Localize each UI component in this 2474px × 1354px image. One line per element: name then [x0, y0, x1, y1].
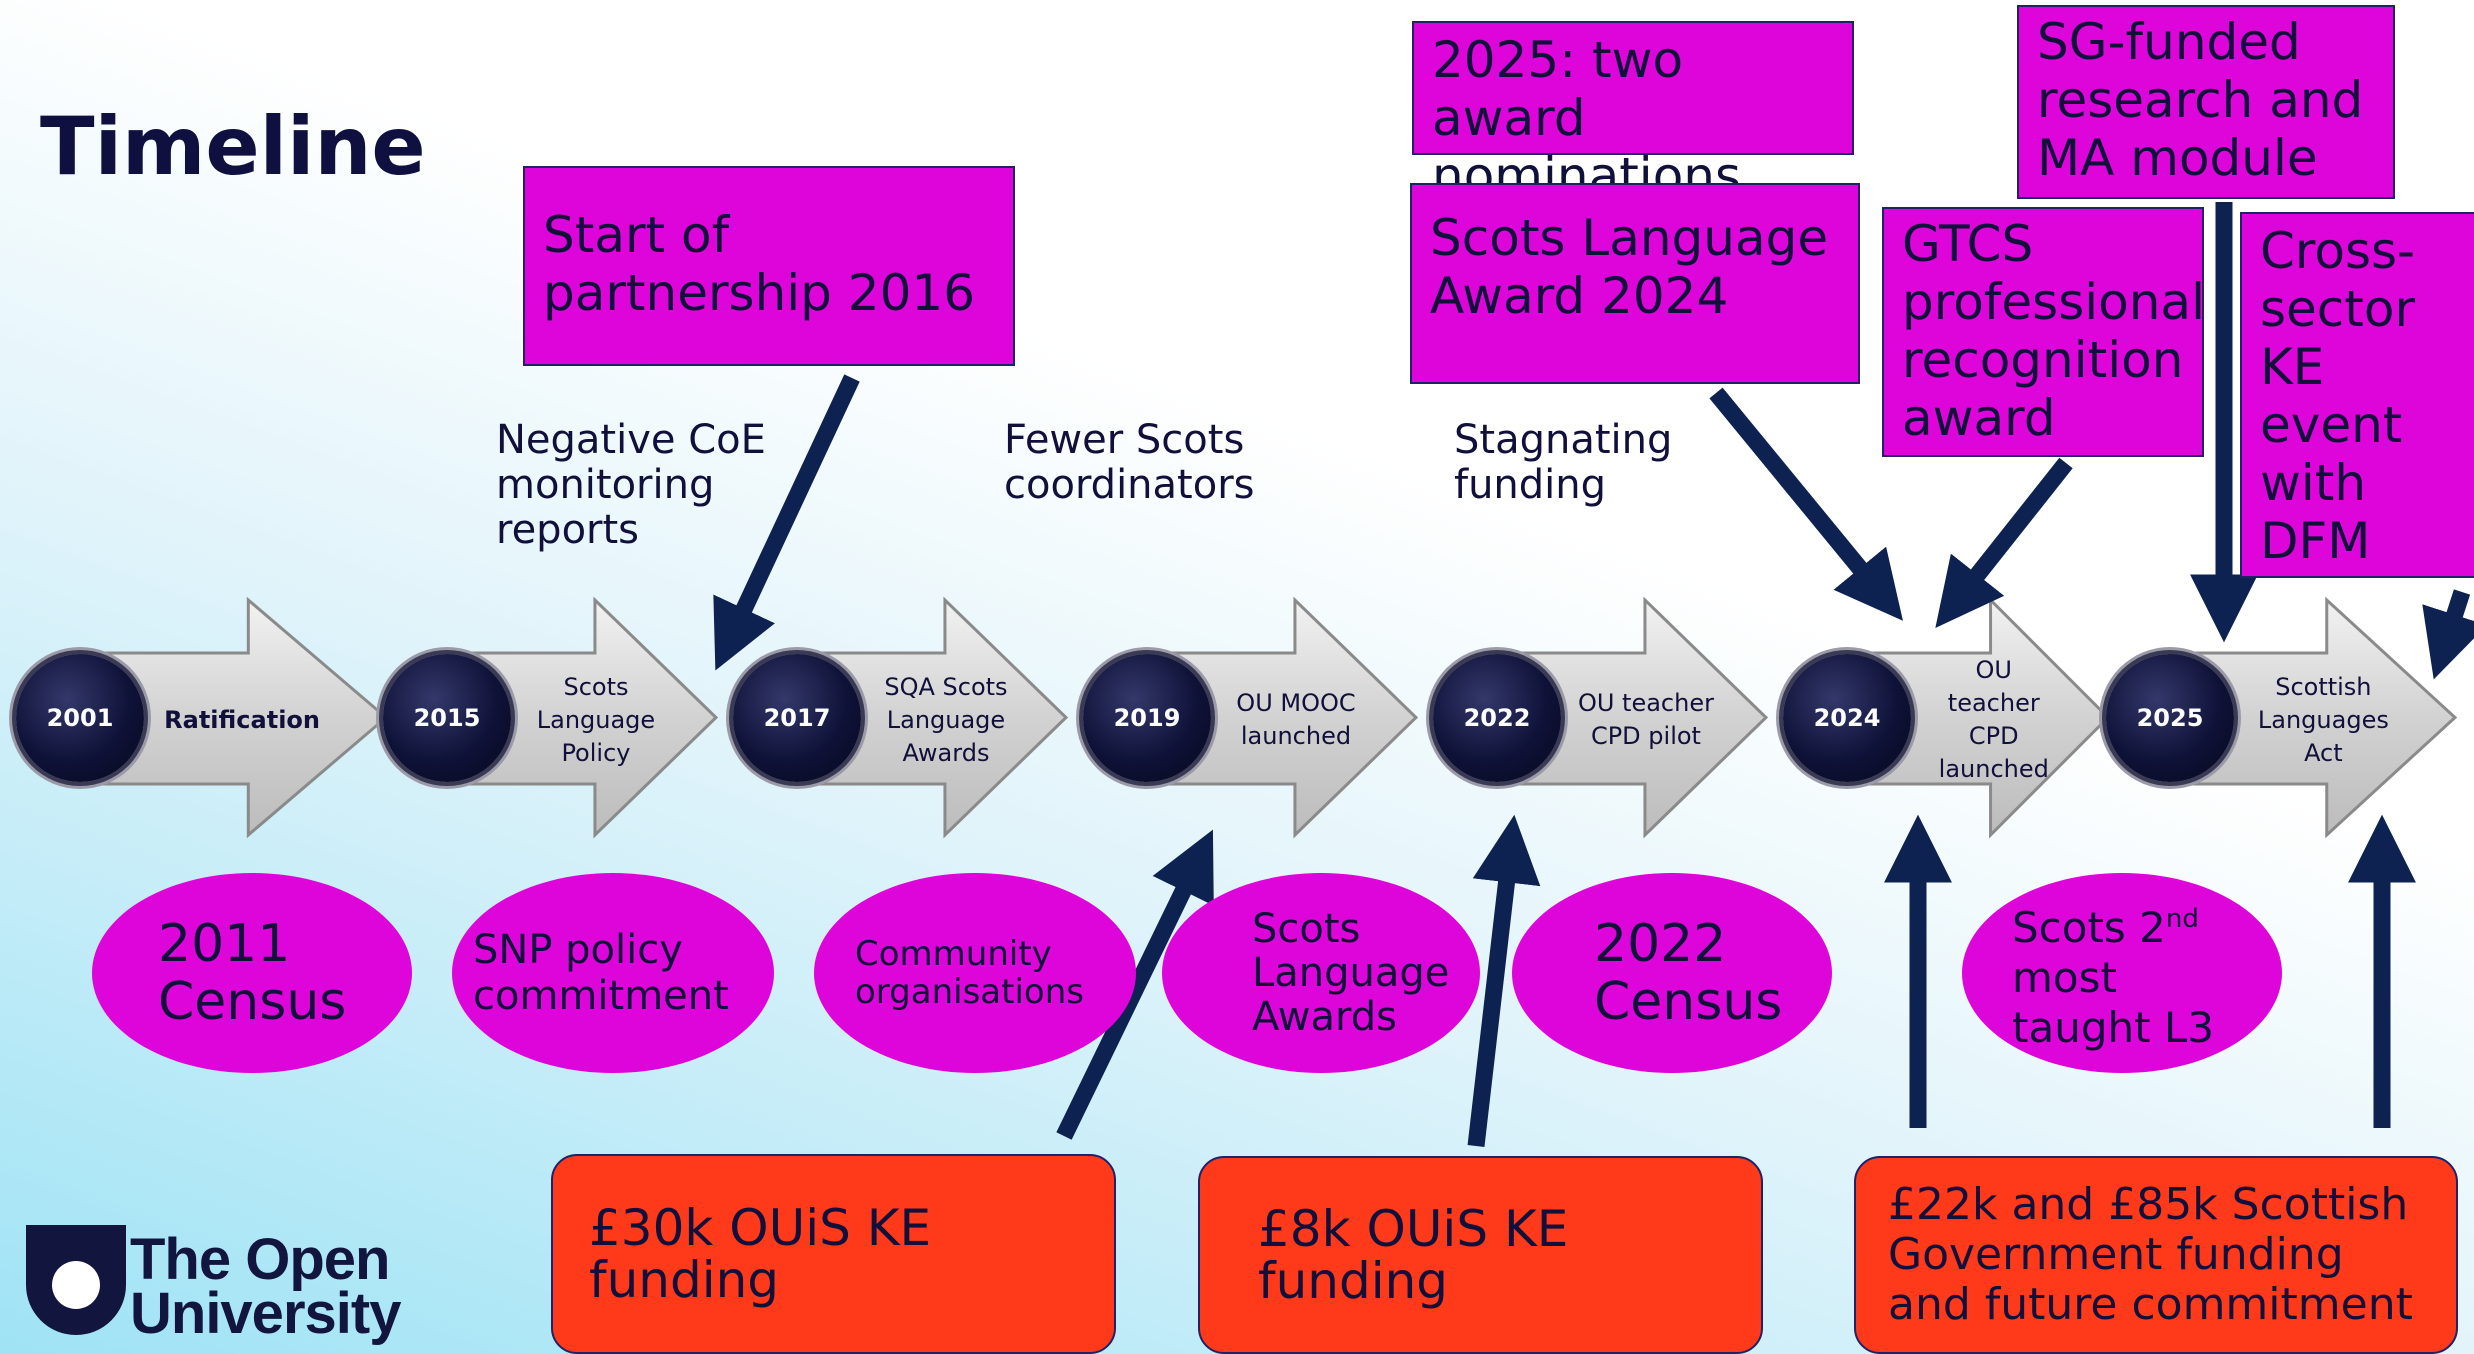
scots-l3-sup: nd [2165, 903, 2199, 934]
challenge-coordinators: Fewer Scots coordinators [1004, 417, 1255, 508]
timeline-year-badge: 2022 [1433, 654, 1561, 782]
driver-census-2022: 2022 Census [1512, 873, 1832, 1073]
timeline-year-badge: 2024 [1783, 654, 1911, 782]
timeline-step-label: OU teacher CPD pilot [1567, 640, 1725, 800]
driver-census-2011-label: 2011 Census [158, 914, 347, 1032]
timeline-step-text: OU teacher CPD launched [1938, 656, 2049, 783]
gtcs-box: GTCS professional recognition award [1882, 207, 2205, 457]
challenge-funding: Stagnating funding [1454, 417, 1673, 508]
timeline-chevron [795, 596, 1069, 839]
timeline-chevron [445, 596, 719, 839]
timeline-step-text: Ratification [164, 705, 320, 734]
driver-awards-label: Scots Language Awards [1252, 906, 1450, 1040]
timeline-chevron [2168, 596, 2458, 839]
arrow-partnership [713, 374, 860, 671]
arrow-gtcs [1935, 457, 2073, 628]
timeline-step-label: OU teacher CPD launched [1917, 640, 2071, 800]
timeline-year-badge: 2019 [1083, 654, 1211, 782]
funding-ouis-30k: £30k OUiS KE funding [551, 1154, 1116, 1354]
driver-census-2011: 2011 Census [92, 873, 412, 1073]
timeline-step-text: OU MOOC launched [1236, 689, 1356, 750]
driver-awards: Scots Language Awards [1162, 873, 1480, 1073]
arrow-ouis-8k [1467, 814, 1541, 1147]
open-university-logo-icon [26, 1225, 126, 1335]
logo-line1: The Open [130, 1227, 390, 1292]
nominations-box: 2025: two award nominations [1412, 21, 1854, 205]
driver-snp: SNP policy commitment [452, 873, 774, 1073]
page-title: Timeline [40, 100, 426, 193]
arrow-award-2024 [1709, 387, 1903, 621]
scots-l3-post: most taught L3 [2012, 952, 2215, 1052]
driver-scots-l3-label: Scots 2nd most taught L3 [2012, 894, 2252, 1053]
timeline-chevron [1845, 596, 2111, 839]
scots-l3-pre: Scots 2 [2012, 902, 2166, 952]
driver-community-label: Community organisations [855, 934, 1084, 1012]
timeline-chevron [78, 596, 389, 839]
timeline-step-label: Ratification [150, 640, 328, 800]
timeline-chevron [1495, 596, 1769, 839]
timeline-step-label: Scots Language Policy [517, 640, 675, 800]
timeline-step-text: Scots Language Policy [536, 672, 656, 767]
timeline-step-text: SQA Scots Language Awards [884, 672, 1008, 767]
funding-sg: £22k and £85k Scottish Government fundin… [1854, 1156, 2458, 1354]
driver-scots-l3: Scots 2nd most taught L3 [1962, 873, 2282, 1073]
timeline-chevron [1145, 596, 1419, 839]
timeline-step-text: Scottish Languages Act [2257, 672, 2389, 767]
logo-line2: University [130, 1281, 401, 1346]
driver-census-2022-label: 2022 Census [1594, 914, 1783, 1032]
timeline-step-label: Scottish Languages Act [2240, 640, 2407, 800]
cross-sector-box: Cross-sector KE event with DFM [2240, 212, 2474, 578]
challenge-coe: Negative CoE monitoring reports [496, 417, 766, 553]
timeline-step-label: OU MOOC launched [1217, 640, 1375, 800]
partnership-box: Start of partnership 2016 [523, 166, 1015, 366]
driver-community: Community organisations [814, 873, 1136, 1073]
arrow-ouis-30k [1056, 829, 1214, 1140]
award-2024-box: Scots Language Award 2024 [1410, 183, 1860, 384]
timeline-step-text: OU teacher CPD pilot [1577, 689, 1714, 750]
open-university-logo-text: The Open University [130, 1227, 401, 1346]
timeline-year-badge: 2017 [733, 654, 861, 782]
arrow-cross-sector [2422, 589, 2474, 680]
timeline-year-badge: 2025 [2106, 654, 2234, 782]
sg-research-box: SG-funded research and MA module [2017, 5, 2395, 199]
driver-snp-label: SNP policy commitment [473, 927, 729, 1019]
funding-ouis-8k: £8k OUiS KE funding [1198, 1156, 1763, 1354]
timeline-year-badge: 2015 [383, 654, 511, 782]
timeline-year-badge: 2001 [16, 654, 144, 782]
timeline-step-label: SQA Scots Language Awards [867, 640, 1025, 800]
